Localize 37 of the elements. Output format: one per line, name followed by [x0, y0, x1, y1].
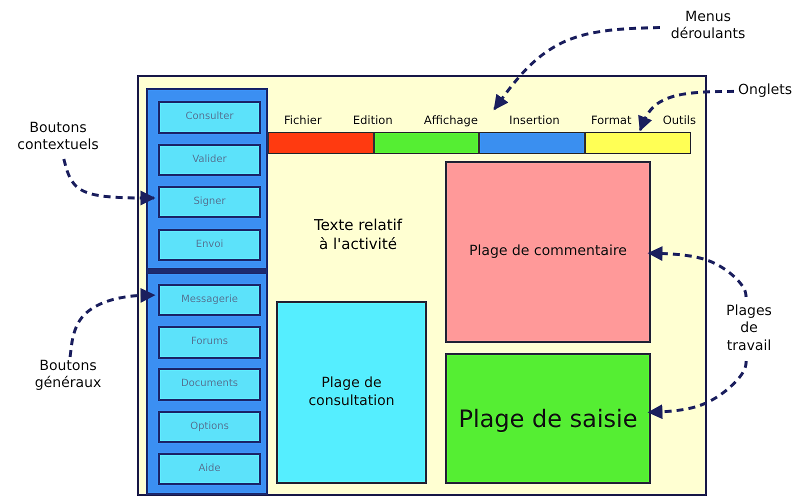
tab: [585, 132, 691, 154]
sidebar-button: Envoi: [158, 229, 261, 261]
input-area: Plage de saisie: [445, 353, 651, 484]
dashed-arrow: [648, 246, 748, 298]
sidebar-button: Valider: [158, 144, 261, 176]
comment-area: Plage de commentaire: [445, 161, 651, 343]
menu-item: Edition: [352, 113, 393, 127]
sidebar-button: Options: [158, 411, 261, 443]
sidebar-button: Consulter: [158, 101, 261, 134]
callout-label: Menus déroulants: [660, 6, 756, 46]
area-label: Texte relatif à l'activité: [312, 214, 404, 255]
dashed-arrow: [68, 288, 156, 358]
sidebar-button: Forums: [158, 326, 261, 359]
menu-item: Affichage: [424, 113, 478, 127]
button-panel: [146, 88, 268, 270]
callout-label: Onglets: [734, 80, 796, 102]
window-frame: [137, 75, 707, 496]
dashed-arrow: [648, 360, 748, 420]
tab: [374, 132, 479, 154]
menu-item: Outils: [662, 113, 696, 127]
button-panel: [146, 270, 268, 495]
menu-item: Format: [590, 113, 632, 127]
menu-item: Insertion: [509, 113, 560, 127]
sidebar-button: Documents: [158, 368, 261, 401]
sidebar-button: Signer: [158, 186, 261, 218]
callout-label: Plages de travail: [716, 297, 782, 361]
sidebar-button: Messagerie: [158, 284, 261, 316]
dashed-arrow: [62, 158, 156, 206]
callout-label: Boutons généraux: [20, 357, 116, 393]
menu-item: Fichier: [284, 113, 322, 127]
tab: [268, 132, 374, 154]
tab: [479, 132, 585, 154]
dashed-arrow: [638, 90, 734, 132]
callout-label: Boutons contextuels: [2, 115, 114, 159]
sidebar-button: Aide: [158, 453, 261, 485]
consultation-area: Plage de consultation: [276, 301, 427, 484]
dashed-arrow: [493, 26, 660, 110]
